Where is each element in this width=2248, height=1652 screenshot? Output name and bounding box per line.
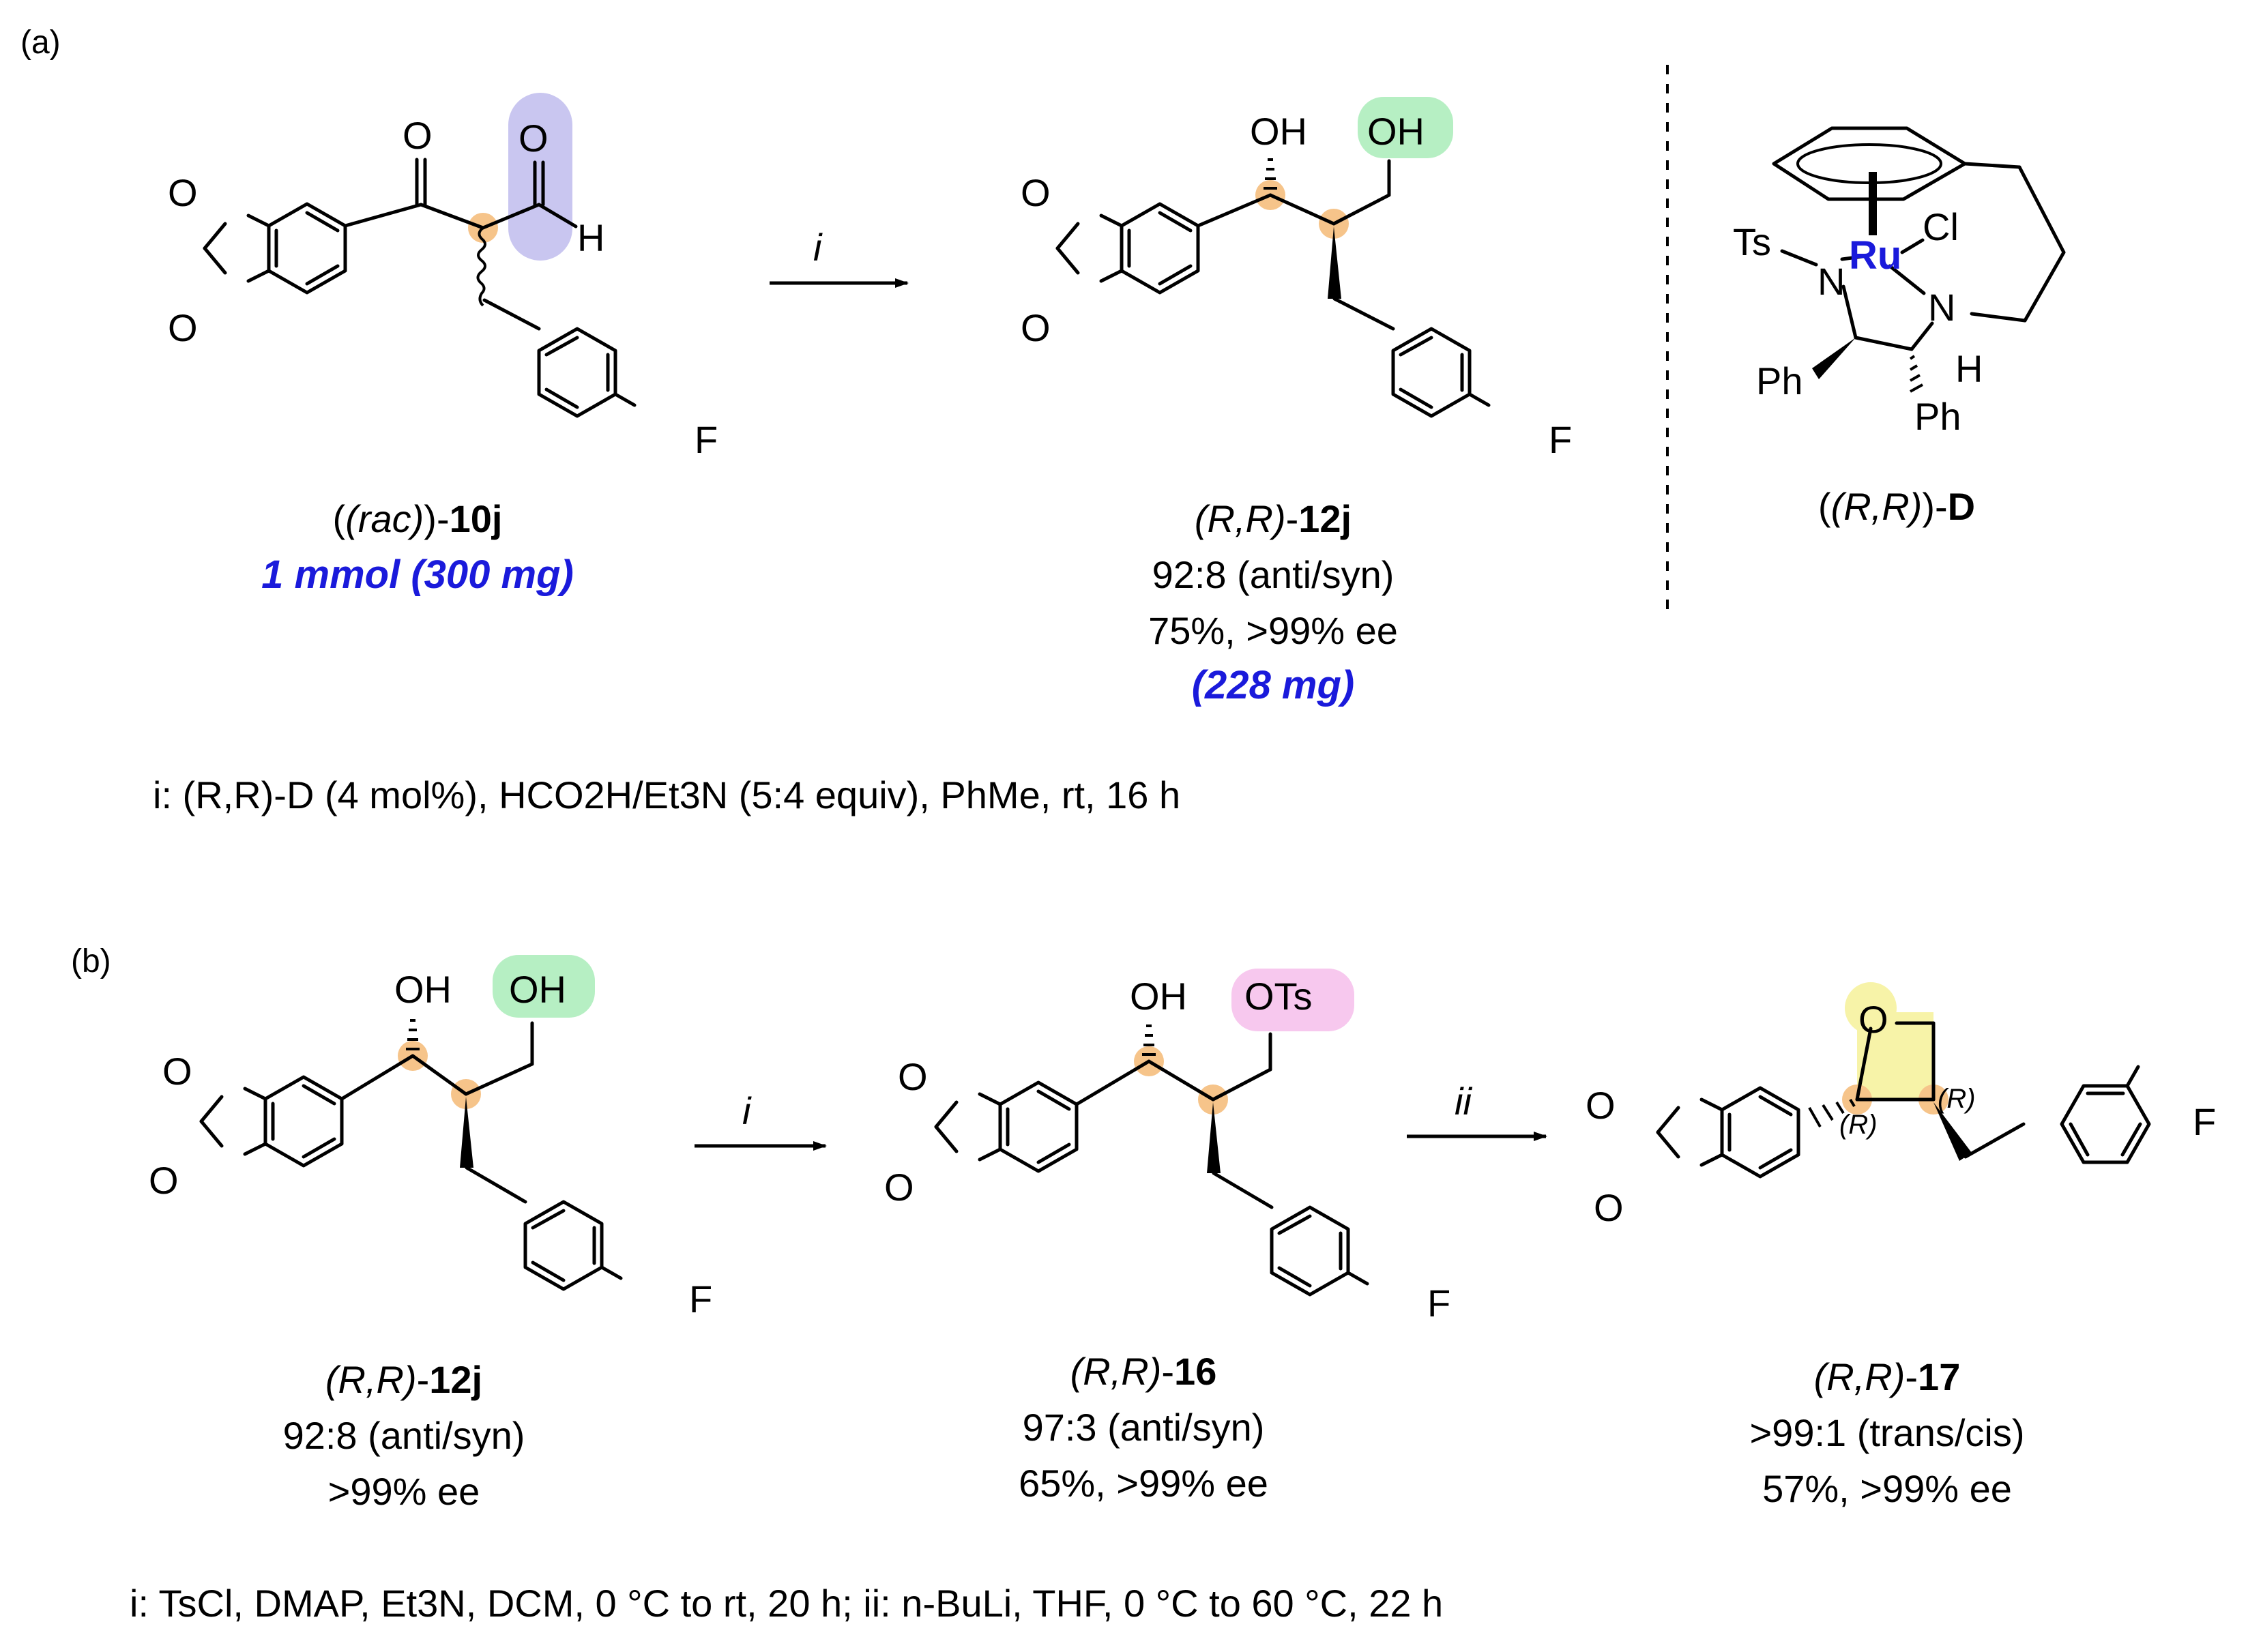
atom-h-label: H	[1955, 347, 1983, 390]
atom-o-label: O	[898, 1055, 928, 1098]
atom-o-label: O	[149, 1159, 179, 1202]
atom-cl-label: Cl	[1923, 205, 1959, 248]
product-17-structure	[1658, 982, 2149, 1177]
substrate-10j-structure	[205, 93, 634, 416]
product-12j-mass: (228 mg)	[1192, 663, 1355, 707]
ruthenium-label: Ru	[1849, 233, 1901, 278]
product-12j-caption: (R,R)-12j	[1195, 497, 1352, 540]
atom-o-label: O	[403, 114, 433, 157]
product-12j-structure	[1057, 97, 1489, 416]
atom-n-label: N	[1928, 286, 1955, 329]
primary-alcohol-highlight	[1358, 97, 1453, 158]
start-12j-structure	[201, 955, 621, 1289]
product-17-dr: >99:1 (trans/cis)	[1749, 1411, 2024, 1454]
atom-o-label: O	[1021, 306, 1051, 349]
stereo-descriptor-r: (R)	[1839, 1110, 1878, 1140]
catalyst-d-structure	[1772, 126, 2066, 393]
conditions-a: i: (R,R)-D (4 mol%), HCO2H/Et3N (5:4 equ…	[153, 773, 1180, 816]
panel-a-label: (a)	[20, 25, 61, 61]
primary-alcohol-highlight	[493, 955, 595, 1018]
intermediate-16-structure	[936, 969, 1367, 1295]
atom-f-label: F	[1549, 418, 1572, 461]
atom-oh-label: OH	[394, 968, 452, 1011]
intermediate-16-dr: 97:3 (anti/syn)	[1023, 1406, 1265, 1449]
atom-o-label: O	[1021, 171, 1051, 214]
atom-o-label: O	[168, 306, 198, 349]
intermediate-16-yield-ee: 65%, >99% ee	[1019, 1462, 1268, 1505]
atom-oh-label: OH	[509, 968, 566, 1011]
product-17-caption: (R,R)-17	[1814, 1355, 1961, 1398]
arrow-b1-label: i	[742, 1089, 752, 1132]
atom-oh-label: OH	[1250, 110, 1307, 153]
product-12j-yield-ee: 75%, >99% ee	[1148, 609, 1398, 652]
start-12j-caption: (R,R)-12j	[325, 1358, 482, 1401]
arrow-b2-label: ii	[1455, 1080, 1472, 1123]
oxetane-o-label: O	[1858, 998, 1888, 1041]
conditions-b: i: TsCl, DMAP, Et3N, DCM, 0 °C to rt, 20…	[130, 1582, 1443, 1625]
arrow-a-label: i	[813, 226, 823, 269]
atom-o-label: O	[1594, 1186, 1624, 1229]
panel-b-label: (b)	[71, 943, 111, 979]
atom-ots-label: OTs	[1244, 975, 1313, 1018]
substrate-amount: 1 mmol (300 mg)	[261, 552, 574, 597]
catalyst-d-caption: ((R,R))-D	[1818, 485, 1975, 528]
atom-o-label: O	[162, 1050, 192, 1093]
atom-o-label: O	[884, 1166, 914, 1209]
product-17-yield-ee: 57%, >99% ee	[1762, 1467, 2012, 1510]
atom-o-label: O	[168, 171, 198, 214]
aldehyde-highlight	[508, 93, 572, 261]
atom-o-label: O	[519, 117, 549, 160]
stereo-descriptor-r: (R)	[1938, 1084, 1976, 1114]
atom-oh-label: OH	[1367, 110, 1425, 153]
atom-f-label: F	[695, 418, 718, 461]
atom-h-label: H	[577, 216, 604, 259]
start-12j-ee: >99% ee	[328, 1470, 480, 1513]
atom-o-label: O	[1586, 1084, 1616, 1127]
tosylate-highlight	[1231, 969, 1354, 1031]
atom-n-label: N	[1818, 260, 1845, 303]
substrate-10j-caption: ((rac))-10j	[333, 497, 503, 540]
product-12j-dr: 92:8 (anti/syn)	[1152, 553, 1395, 596]
atom-oh-label: OH	[1130, 975, 1187, 1018]
start-12j-dr: 92:8 (anti/syn)	[283, 1414, 525, 1457]
atom-ph-label: Ph	[1914, 395, 1961, 438]
atom-ph-label: Ph	[1756, 359, 1803, 402]
atom-f-label: F	[1427, 1282, 1450, 1325]
atom-f-label: F	[2193, 1100, 2216, 1143]
intermediate-16-caption: (R,R)-16	[1070, 1350, 1217, 1393]
atom-ts-label: Ts	[1733, 220, 1771, 263]
atom-f-label: F	[689, 1278, 712, 1321]
